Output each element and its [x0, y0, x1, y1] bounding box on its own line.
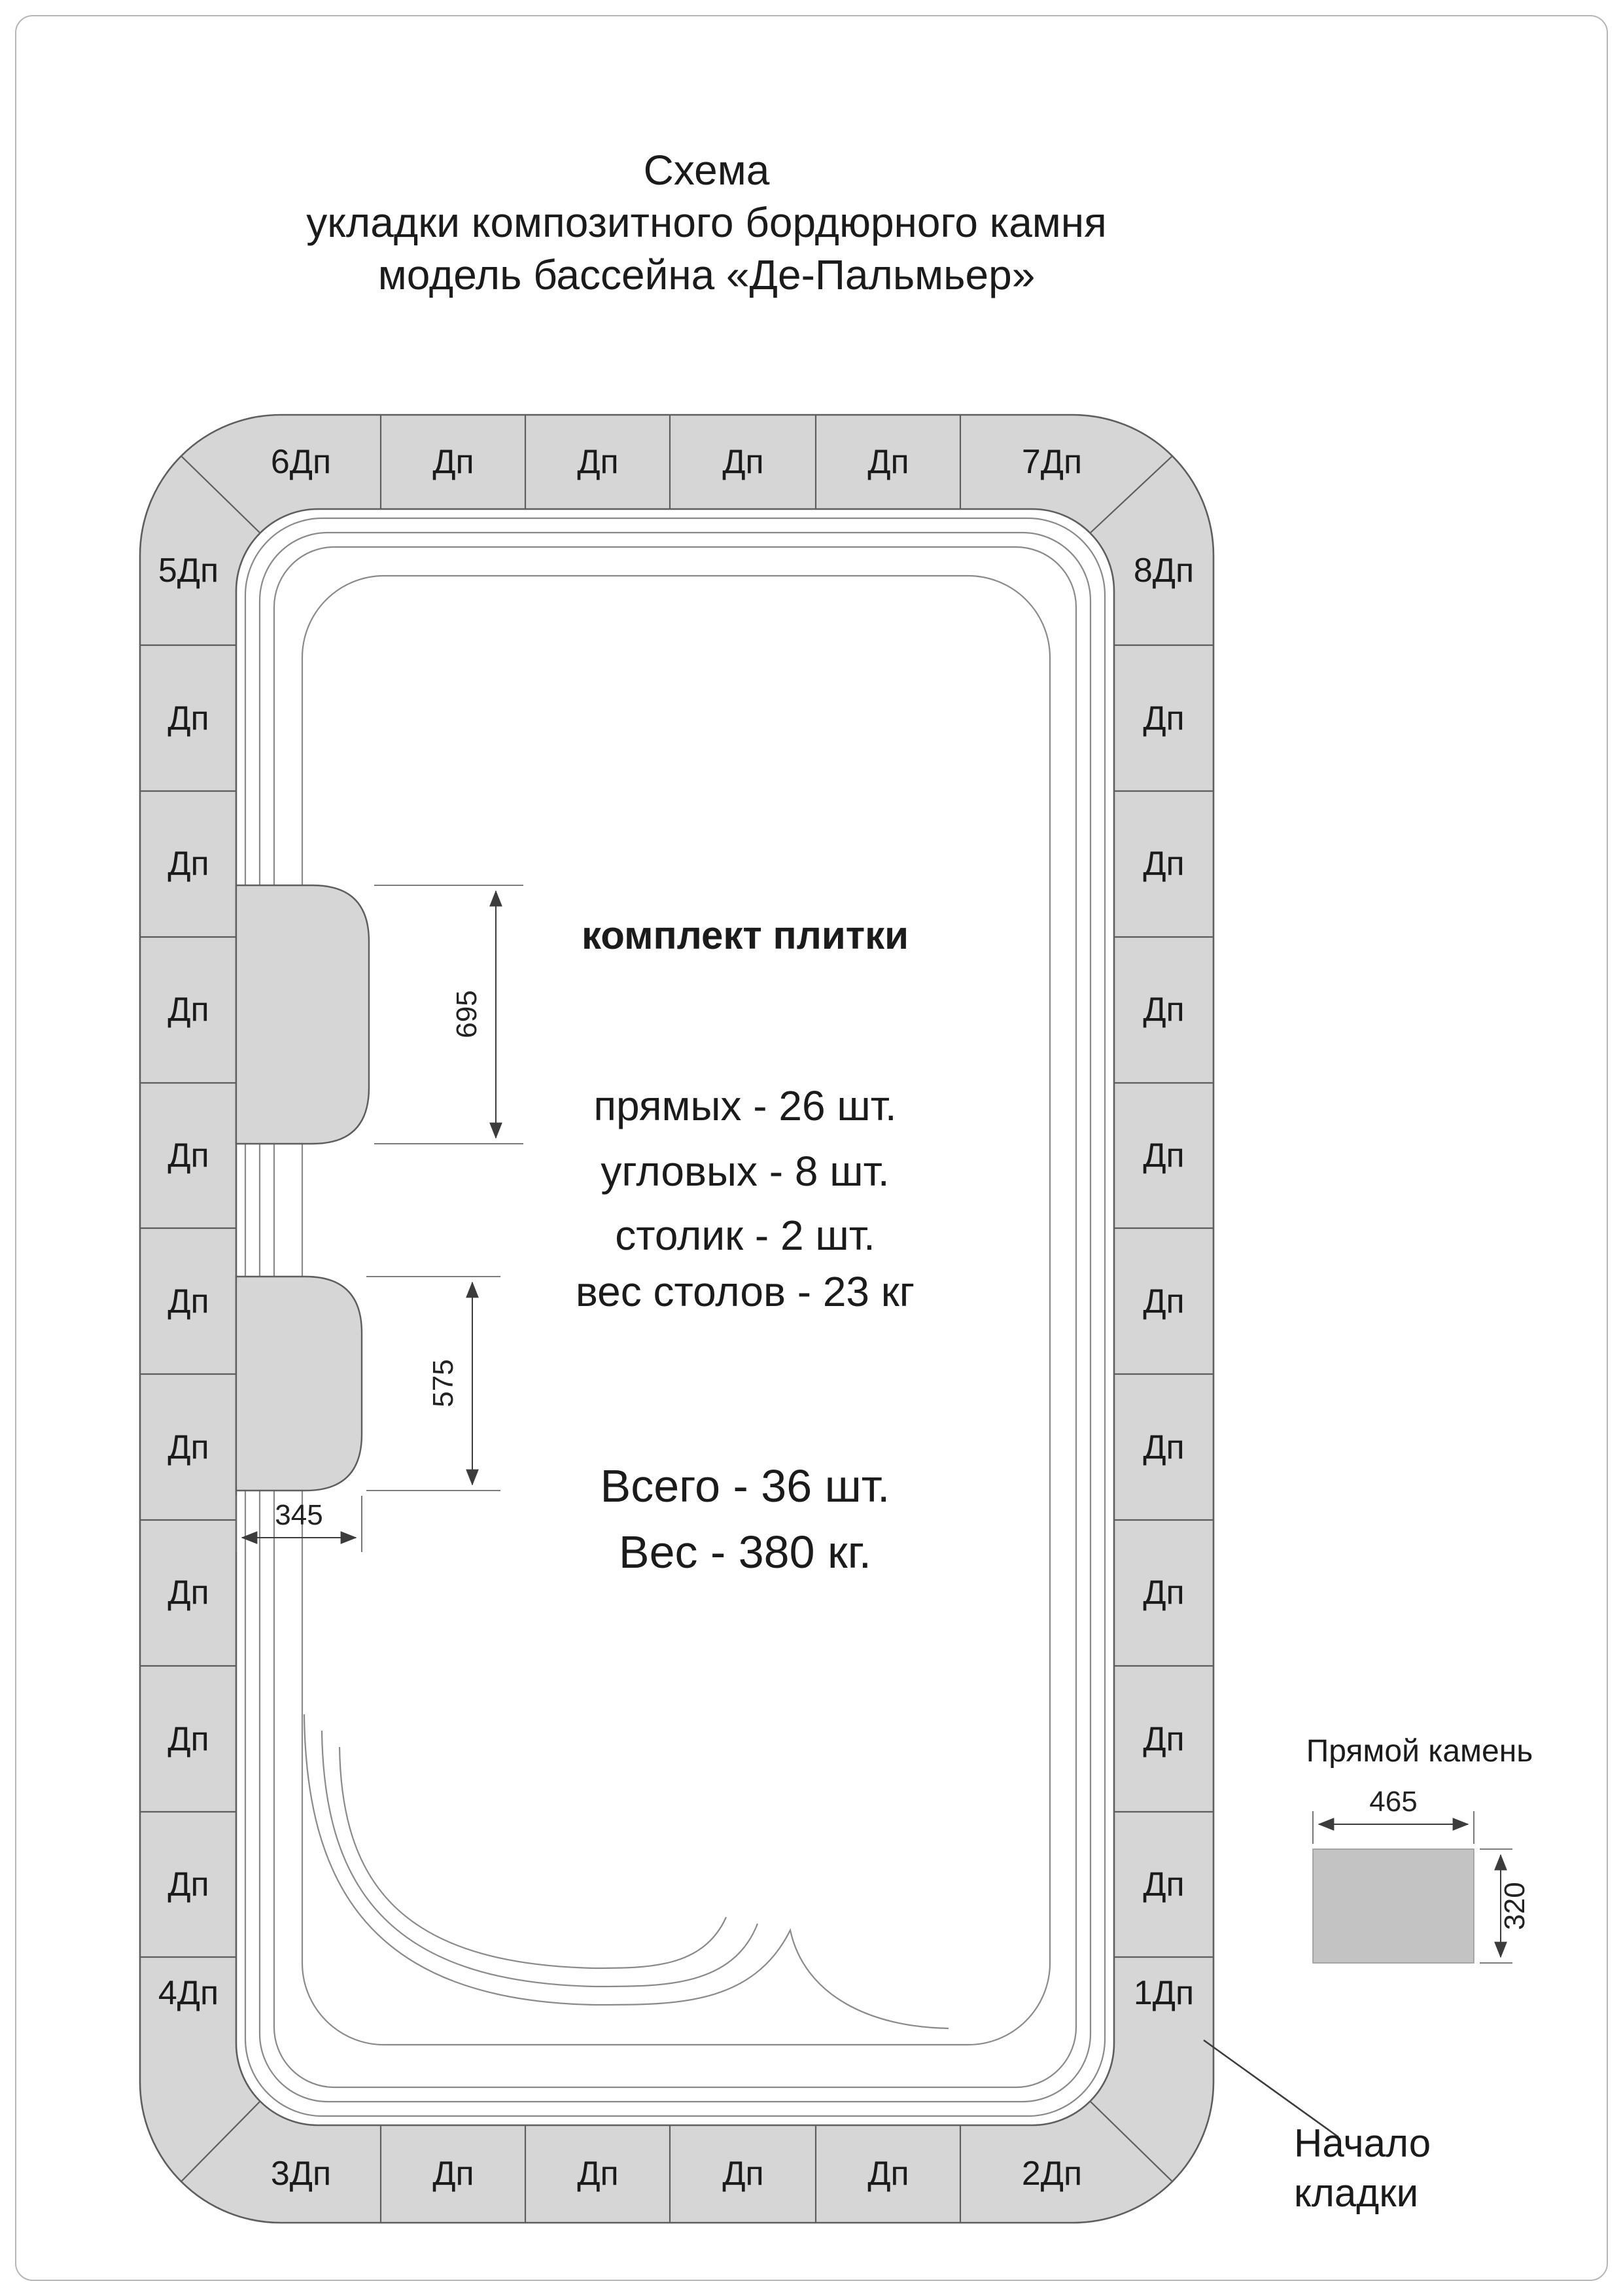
pool-step-outline: [321, 1730, 759, 1988]
corner-divider: [1089, 455, 1173, 534]
pool-coping-outline: [273, 546, 1077, 2089]
tile-label: Дп: [577, 443, 618, 481]
page-border: [15, 15, 1608, 2281]
pool-coping-outline: [258, 531, 1092, 2103]
tile-label: Дп: [167, 1720, 209, 1758]
info-total-line: Вес - 380 кг.: [619, 1527, 871, 1578]
tile-label: Дп: [167, 1574, 209, 1612]
title-line-1: Схема: [644, 147, 770, 194]
tile-label: Дп: [1143, 1282, 1184, 1320]
info-total-line: Всего - 36 шт.: [601, 1460, 890, 1511]
corner-divider: [1089, 2100, 1173, 2182]
corner-label-7: 7Дп: [1022, 443, 1082, 481]
corner-label-3: 3Дп: [271, 2155, 331, 2193]
tables: 695 575 345: [235, 884, 523, 1552]
dim-label-320: 320: [1499, 1882, 1531, 1930]
tile-label: Дп: [1143, 991, 1184, 1029]
tile-label: Дп: [867, 2155, 909, 2193]
tile-label: Дп: [167, 991, 209, 1029]
tile-label: Дп: [1143, 699, 1184, 737]
tile-label: Дп: [1143, 1865, 1184, 1903]
tile-label: Дп: [167, 699, 209, 737]
tile-label: Дп: [1143, 1137, 1184, 1174]
info-line: вес столов - 23 кг: [576, 1268, 915, 1315]
pool-step-outline: [303, 1714, 949, 2030]
corner-label-2: 2Дп: [1022, 2155, 1082, 2193]
corner-label-8: 8Дп: [1134, 552, 1194, 590]
tile-label: Дп: [722, 443, 763, 481]
start-annotation-line-1: Начало: [1294, 2121, 1431, 2165]
dim-label-345: 345: [275, 1499, 323, 1531]
corner-divider: [181, 455, 261, 534]
tile-label: Дп: [1143, 845, 1184, 883]
corner-label-5: 5Дп: [158, 552, 218, 590]
pool-step-outline: [338, 1746, 727, 1969]
tile-label: Дп: [167, 1428, 209, 1466]
title-block: Схема укладки композитного бордюрного ка…: [306, 147, 1107, 298]
corner-label-1: 1Дп: [1134, 1974, 1194, 2012]
info-line: прямых - 26 шт.: [593, 1082, 896, 1129]
start-annotation: Начало кладки: [1203, 2039, 1431, 2215]
tile-label: Дп: [167, 1282, 209, 1320]
tile-label: Дп: [577, 2155, 618, 2193]
info-block: комплект плитки прямых - 26 шт. угловых …: [576, 913, 915, 1578]
stone-legend: Прямой камень 465 320: [1306, 1734, 1533, 1964]
tile-label: Дп: [432, 2155, 474, 2193]
title-line-2: укладки композитного бордюрного камня: [306, 199, 1107, 246]
info-line: столик - 2 шт.: [615, 1212, 875, 1259]
legend-title: Прямой камень: [1306, 1734, 1533, 1769]
tile-label: Дп: [1143, 1574, 1184, 1612]
info-heading: комплект плитки: [582, 913, 909, 957]
legend-stone-rect: [1312, 1848, 1475, 1964]
tile-label: Дп: [1143, 1720, 1184, 1758]
dim-label-695: 695: [451, 990, 483, 1038]
dim-label-465: 465: [1369, 1786, 1417, 1818]
corner-label-4: 4Дп: [158, 1974, 218, 2012]
tile-label: Дп: [167, 845, 209, 883]
tile-label: Дп: [167, 1865, 209, 1903]
tile-label: Дп: [432, 443, 474, 481]
pool-coping-outline: [244, 517, 1106, 2117]
leader-line: [1203, 2039, 1339, 2138]
tile-label: Дп: [867, 443, 909, 481]
pool-outlines: [244, 517, 1106, 2117]
tile-label: Дп: [1143, 1428, 1184, 1466]
tile-label: Дп: [167, 1137, 209, 1174]
start-annotation-line-2: кладки: [1294, 2171, 1418, 2215]
table-1-shape: [235, 884, 370, 1145]
dim-label-575: 575: [427, 1359, 459, 1407]
tile-label: Дп: [722, 2155, 763, 2193]
tile-ring: Дп Дп Дп Дп Дп Дп Дп Дп Дп Дп Дп Дп Дп Д…: [139, 414, 1215, 2224]
table-2-shape: [235, 1275, 363, 1492]
tile-ring-shape: [139, 414, 1215, 2224]
title-line-3: модель бассейна «Де-Пальмьер»: [378, 251, 1036, 298]
info-line: угловых - 8 шт.: [601, 1148, 889, 1195]
corner-divider: [181, 2100, 261, 2182]
corner-label-6: 6Дп: [271, 443, 331, 481]
